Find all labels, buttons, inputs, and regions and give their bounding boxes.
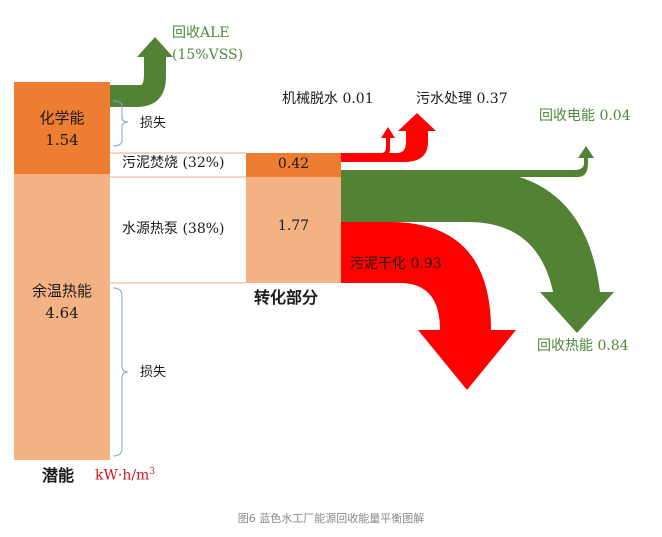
heat-pump-block (246, 177, 341, 283)
electricity-label: 回收电能 0.04 (539, 108, 631, 124)
loss-label-top: 损失 (140, 116, 167, 131)
thermal-energy-bar (14, 174, 110, 460)
wastewater-label: 污水处理 0.37 (416, 91, 508, 107)
incineration-label: 污泥焚烧 (32%) (122, 155, 225, 171)
heat-pump-label: 水源热泵 (38%) (122, 221, 225, 237)
potential-label: 潜能 (42, 466, 75, 485)
ale-recovery-arrow (110, 37, 173, 107)
heat-recovery-flow (341, 170, 614, 333)
loss-brace-top (112, 100, 129, 147)
drying-label: 污泥干化 0.93 (350, 256, 442, 272)
chemical-energy-label: 化学能 (39, 109, 85, 127)
conversion-section-title: 转化部分 (254, 288, 319, 307)
unit-label: kW·h/m3 (95, 468, 155, 483)
dewatering-label: 机械脱水 0.01 (282, 91, 374, 107)
wastewater-treatment-arrow (341, 113, 436, 162)
heat-pump-value: 1.77 (277, 218, 310, 234)
loss-label-bottom: 损失 (140, 365, 167, 380)
thermal-energy-label: 余温热能 (31, 282, 92, 300)
chemical-energy-value: 1.54 (45, 131, 79, 149)
chemical-energy-bar (14, 82, 110, 174)
electricity-recovery-flow (341, 146, 594, 177)
figure-caption: 图6 蓝色水工厂能源回收能量平衡图解 (237, 512, 425, 525)
ale-label-line2: (15%VSS) (172, 47, 244, 63)
thermal-energy-value: 4.64 (45, 304, 79, 322)
unit-superscript: 3 (149, 467, 156, 477)
loss-brace-bottom (112, 287, 129, 457)
sludge-drying-flow (341, 222, 516, 390)
unit-base: kW·h/m (95, 467, 150, 484)
incineration-value: 0.42 (277, 156, 310, 172)
heat-recovery-label: 回收热能 0.84 (537, 338, 629, 354)
dewatering-arrow (341, 127, 395, 157)
incineration-block (246, 153, 341, 177)
ale-label-line1: 回收ALE (172, 25, 230, 41)
